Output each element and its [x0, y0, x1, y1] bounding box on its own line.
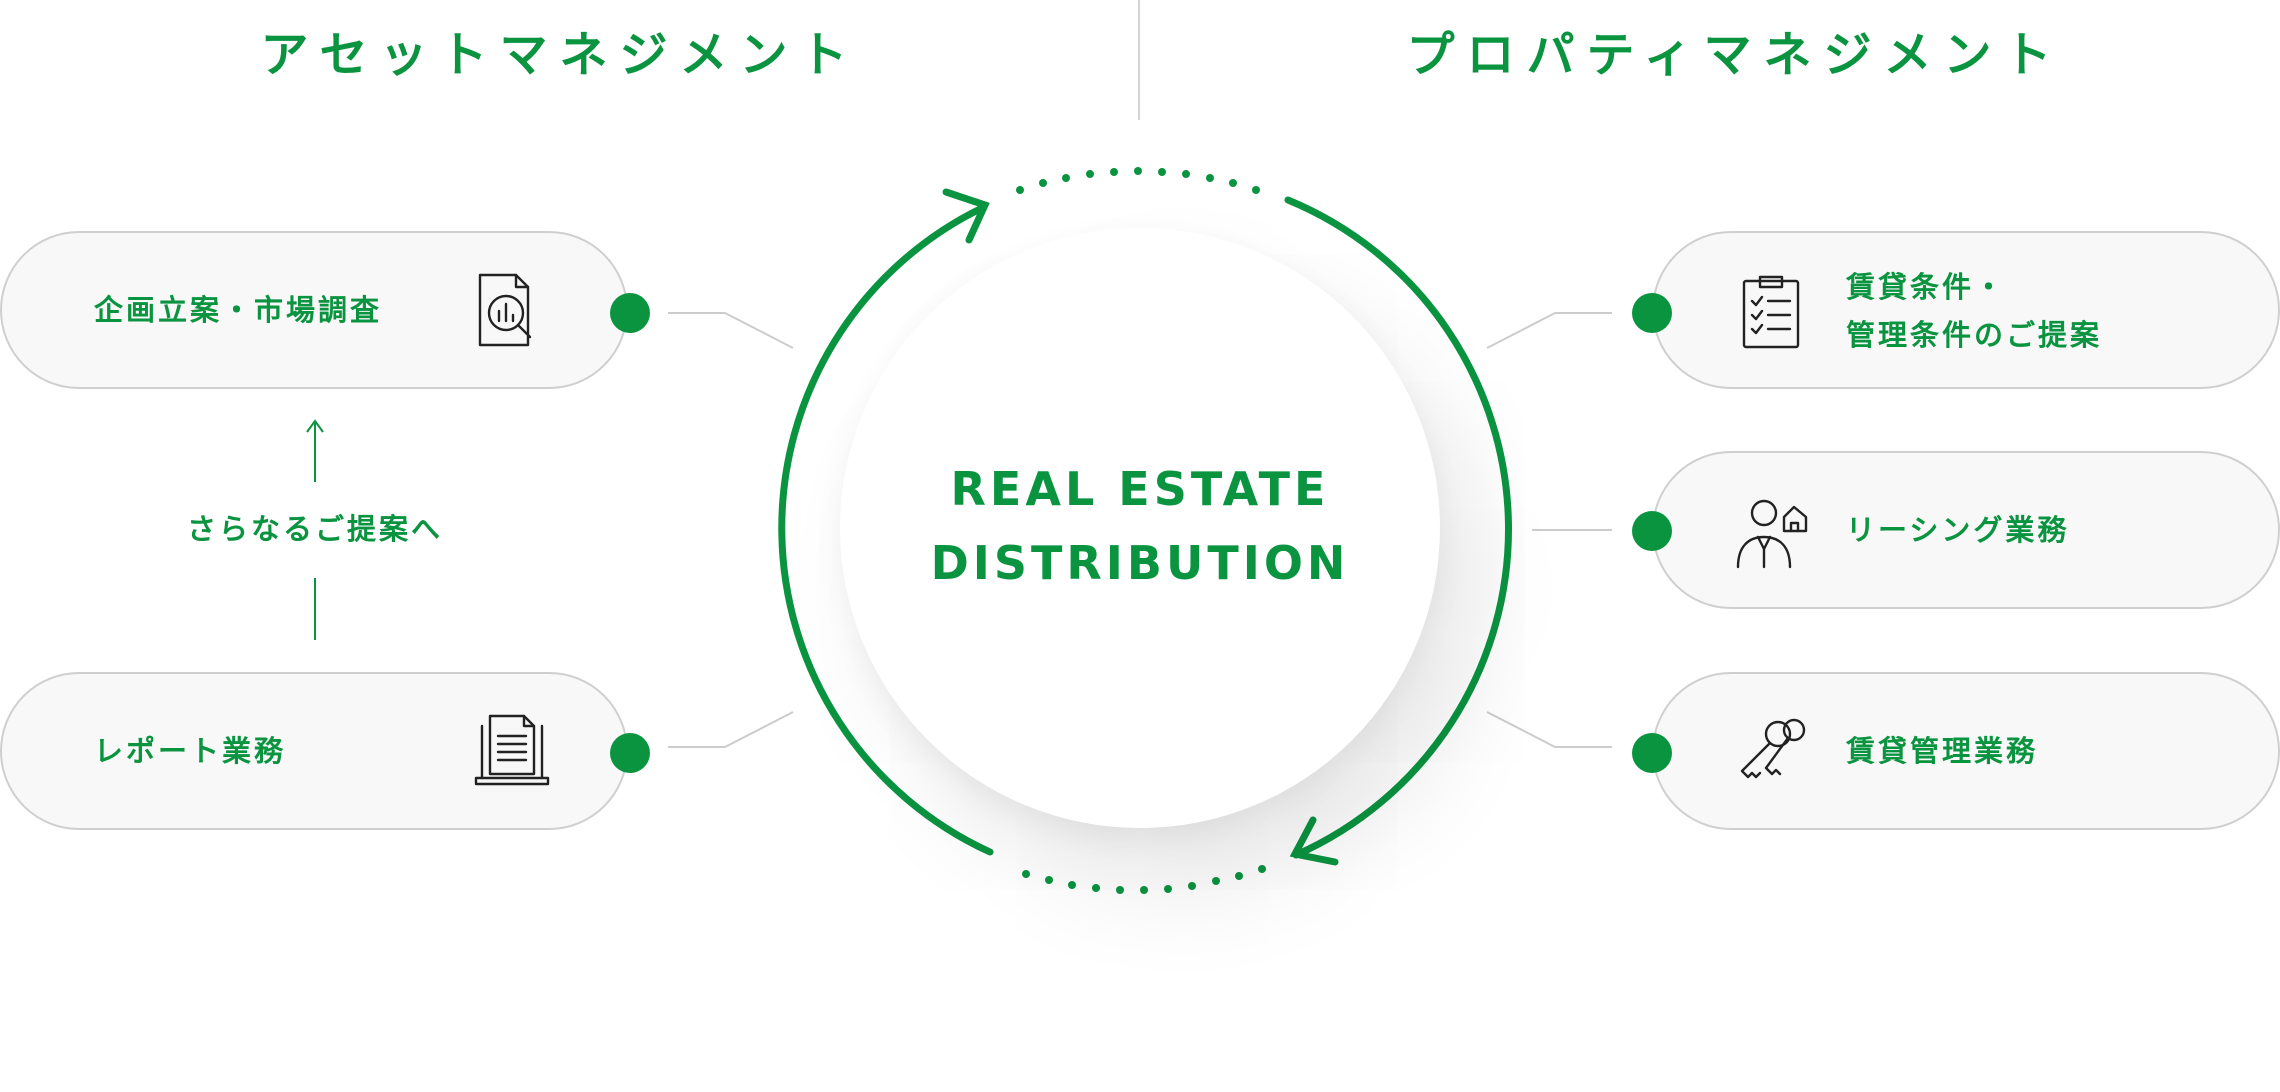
planning-research-pill: 企画立案・市場調査: [0, 231, 628, 389]
cycle-arrowhead-top: [942, 188, 990, 244]
connector-lines: [668, 312, 1612, 748]
connector-line-report: [668, 711, 794, 748]
keys-icon: [1740, 718, 1806, 779]
leasing-label: リーシング業務: [1846, 513, 2070, 547]
conditions-proposal-dot: [1632, 293, 1672, 333]
dotted-arcs: [1016, 167, 1266, 894]
header-divider: [1138, 0, 1140, 120]
center-title-line2: DISTRIBUTION: [930, 536, 1350, 590]
connector-line-conditions: [1486, 312, 1612, 349]
cycle-up-line-bottom: [314, 578, 316, 640]
conditions-proposal-label-line1: 賃貸条件・: [1846, 270, 2007, 304]
planning-research-label: 企画立案・市場調査: [94, 293, 383, 327]
connector-line-planning: [668, 312, 794, 349]
report-label: レポート業務: [94, 734, 287, 768]
rental-management-dot: [1632, 733, 1672, 773]
conditions-proposal-label: 賃貸条件・ 管理条件のご提案: [1846, 263, 2102, 359]
leasing-dot: [1632, 511, 1672, 551]
cycle-up-line-top: [314, 422, 316, 482]
agent-house-icon: [1736, 499, 1808, 569]
conditions-proposal-label-line2: 管理条件のご提案: [1846, 318, 2103, 352]
market-research-icon: [478, 273, 532, 347]
further-proposal-label: さらなるご提案へ: [186, 512, 443, 546]
rental-management-pill: 賃貸管理業務: [1652, 672, 2280, 830]
rental-management-label: 賃貸管理業務: [1846, 734, 2039, 768]
center-circle: [840, 228, 1440, 828]
report-dot: [610, 733, 650, 773]
cycle-arc-right: [1284, 196, 1512, 859]
report-document-icon: [474, 714, 550, 786]
planning-research-dot: [610, 293, 650, 333]
asset-management-heading: アセットマネジメント: [260, 27, 860, 83]
connector-line-management: [1486, 711, 1612, 748]
leasing-pill: リーシング業務: [1652, 451, 2280, 609]
cycle-arrowhead-bottom: [1289, 816, 1339, 866]
report-pill: レポート業務: [0, 672, 628, 830]
property-management-heading: プロパティマネジメント: [1406, 27, 2064, 83]
cycle-arrows: [778, 188, 1512, 866]
center-title-line1: REAL ESTATE: [950, 462, 1330, 516]
conditions-proposal-pill: 賃貸条件・ 管理条件のご提案: [1652, 231, 2280, 389]
cycle-arc-left: [778, 204, 994, 856]
clipboard-checklist-icon: [1742, 275, 1800, 349]
